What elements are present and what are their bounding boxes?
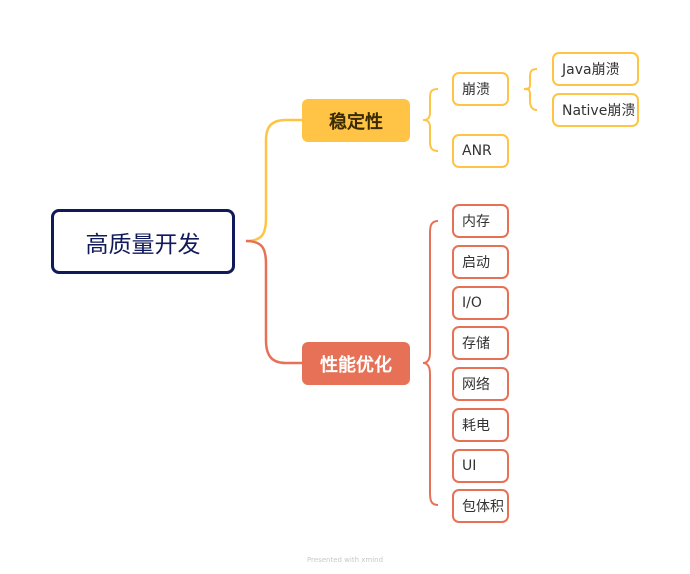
leaf-native-crash[interactable]: Native崩溃 bbox=[552, 93, 639, 127]
leaf-anr[interactable]: ANR bbox=[452, 134, 509, 168]
brace-stability bbox=[422, 88, 439, 152]
leaf-startup[interactable]: 启动 bbox=[452, 245, 509, 279]
leaf-java-crash[interactable]: Java崩溃 bbox=[552, 52, 639, 86]
link-root-stability bbox=[245, 118, 302, 243]
root-node[interactable]: 高质量开发 bbox=[51, 209, 235, 274]
leaf-power[interactable]: 耗电 bbox=[452, 408, 509, 442]
brace-performance bbox=[422, 220, 439, 506]
leaf-ui[interactable]: UI bbox=[452, 449, 509, 483]
link-root-performance bbox=[245, 239, 302, 365]
leaf-crash[interactable]: 崩溃 bbox=[452, 72, 509, 106]
leaf-memory[interactable]: 内存 bbox=[452, 204, 509, 238]
leaf-package-size[interactable]: 包体积 bbox=[452, 489, 509, 523]
leaf-io[interactable]: I/O bbox=[452, 286, 509, 320]
branch-stability[interactable]: 稳定性 bbox=[302, 99, 410, 142]
branch-performance[interactable]: 性能优化 bbox=[302, 342, 410, 385]
leaf-storage[interactable]: 存储 bbox=[452, 326, 509, 360]
leaf-network[interactable]: 网络 bbox=[452, 367, 509, 401]
brace-crash bbox=[523, 68, 538, 111]
footer-credit: Presented with xmind bbox=[306, 556, 384, 564]
